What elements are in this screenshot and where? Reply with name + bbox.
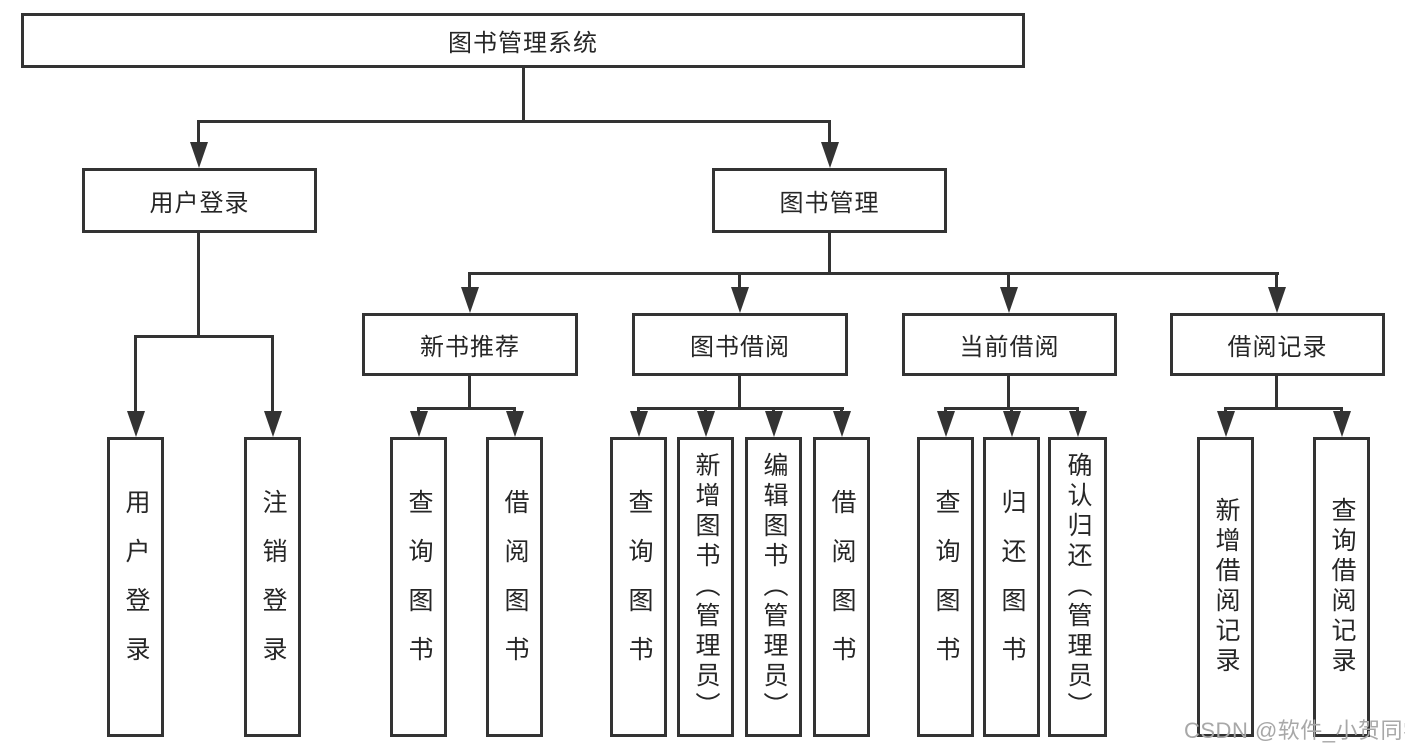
leaf-current-query-books: 查询图书 bbox=[917, 437, 974, 737]
connector-line-vertical bbox=[1275, 272, 1278, 289]
node-label: 借阅记录 bbox=[1227, 334, 1328, 361]
node-label: 用户登录 bbox=[149, 190, 250, 217]
arrow-down-icon bbox=[1216, 411, 1235, 437]
arrow-down-icon bbox=[832, 411, 851, 437]
connector-line-vertical bbox=[828, 120, 831, 144]
connector-line-vertical bbox=[1007, 272, 1010, 289]
node-label: 图书管理系统 bbox=[448, 30, 598, 57]
arrow-down-icon bbox=[409, 411, 428, 437]
node-label: 借阅图书 bbox=[501, 489, 529, 685]
connector-line-vertical bbox=[1275, 376, 1278, 409]
node-library-management-system: 图书管理系统 bbox=[21, 13, 1025, 68]
connector-line-horizontal bbox=[134, 335, 274, 338]
node-user-login: 用户登录 bbox=[82, 168, 317, 233]
arrow-down-icon bbox=[936, 411, 955, 437]
connector-line-horizontal bbox=[417, 407, 516, 410]
node-new-book-recommend: 新书推荐 bbox=[362, 313, 578, 376]
leaf-current-confirm-return-admin: 确认归还（管理员） bbox=[1048, 437, 1107, 737]
node-borrow-records: 借阅记录 bbox=[1170, 313, 1385, 376]
arrow-down-icon bbox=[126, 411, 145, 437]
node-label: 图书借阅 bbox=[690, 334, 790, 361]
node-label: 新增借阅记录 bbox=[1212, 497, 1240, 677]
leaf-records-query-borrow-record: 查询借阅记录 bbox=[1313, 437, 1370, 737]
connector-line-vertical bbox=[828, 233, 831, 274]
connector-line-horizontal bbox=[1224, 407, 1343, 410]
arrow-down-icon bbox=[999, 287, 1018, 313]
arrow-down-icon bbox=[189, 142, 208, 168]
connector-line-vertical bbox=[1007, 376, 1010, 409]
arrow-down-icon bbox=[1332, 411, 1351, 437]
csdn-watermark: CSDN @软件_小贺同学 bbox=[1184, 718, 1405, 743]
connector-line-vertical bbox=[134, 335, 137, 413]
arrow-down-icon bbox=[1002, 411, 1021, 437]
leaf-borrow-add-books-admin: 新增图书（管理员） bbox=[677, 437, 734, 737]
leaf-records-add-borrow-record: 新增借阅记录 bbox=[1197, 437, 1254, 737]
node-book-borrow: 图书借阅 bbox=[632, 313, 848, 376]
arrow-down-icon bbox=[460, 287, 479, 313]
connector-line-vertical bbox=[522, 68, 525, 120]
connector-line-vertical bbox=[738, 376, 741, 409]
node-current-borrow: 当前借阅 bbox=[902, 313, 1117, 376]
arrow-down-icon bbox=[764, 411, 783, 437]
node-label: 注销登录 bbox=[259, 489, 287, 685]
node-label: 编辑图书（管理员） bbox=[760, 452, 788, 722]
connector-line-vertical bbox=[468, 272, 471, 289]
connector-line-vertical bbox=[197, 120, 200, 144]
node-label: 图书管理 bbox=[779, 190, 880, 217]
leaf-recommend-borrow-books: 借阅图书 bbox=[486, 437, 543, 737]
arrow-down-icon bbox=[505, 411, 524, 437]
node-label: 归还图书 bbox=[998, 489, 1026, 685]
node-label: 查询图书 bbox=[625, 489, 653, 685]
node-label: 新增图书（管理员） bbox=[692, 452, 720, 722]
node-book-management: 图书管理 bbox=[712, 168, 947, 233]
connector-line-horizontal bbox=[197, 120, 831, 123]
arrow-down-icon bbox=[1267, 287, 1286, 313]
leaf-user-login: 用户登录 bbox=[107, 437, 164, 737]
leaf-borrow-query-books: 查询图书 bbox=[610, 437, 667, 737]
arrow-down-icon bbox=[696, 411, 715, 437]
leaf-borrow-edit-books-admin: 编辑图书（管理员） bbox=[745, 437, 802, 737]
leaf-recommend-query-books: 查询图书 bbox=[390, 437, 447, 737]
arrow-down-icon bbox=[263, 411, 282, 437]
connector-line-horizontal bbox=[637, 407, 844, 410]
arrow-down-icon bbox=[629, 411, 648, 437]
connector-line-vertical bbox=[197, 233, 200, 337]
leaf-current-return-books: 归还图书 bbox=[983, 437, 1040, 737]
node-label: 用户登录 bbox=[122, 489, 150, 685]
connector-line-vertical bbox=[271, 335, 274, 413]
node-label: 借阅图书 bbox=[828, 489, 856, 685]
arrow-down-icon bbox=[730, 287, 749, 313]
node-label: 查询图书 bbox=[932, 489, 960, 685]
arrow-down-icon bbox=[1068, 411, 1087, 437]
node-label: 查询借阅记录 bbox=[1328, 497, 1356, 677]
node-label: 查询图书 bbox=[405, 489, 433, 685]
connector-line-vertical bbox=[468, 376, 471, 409]
node-label: 新书推荐 bbox=[420, 334, 520, 361]
arrow-down-icon bbox=[820, 142, 839, 168]
connector-line-vertical bbox=[738, 272, 741, 289]
connector-line-horizontal bbox=[468, 272, 1279, 275]
leaf-logout: 注销登录 bbox=[244, 437, 301, 737]
node-label: 当前借阅 bbox=[959, 334, 1060, 361]
leaf-borrow-books: 借阅图书 bbox=[813, 437, 870, 737]
node-label: 确认归还（管理员） bbox=[1064, 452, 1092, 722]
